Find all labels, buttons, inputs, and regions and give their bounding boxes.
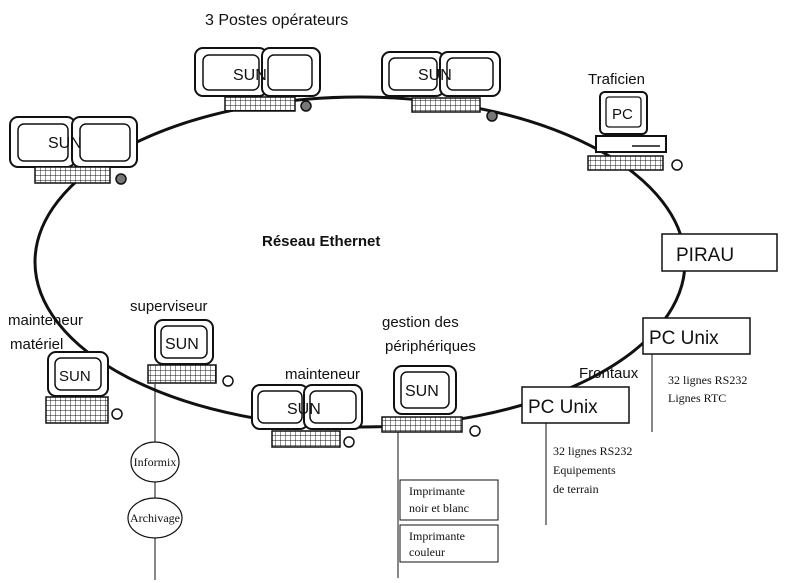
sun-label: SUN — [233, 67, 267, 84]
printer-bw-label: noir et blanc — [409, 501, 469, 515]
traficien-label: Traficien — [588, 71, 645, 88]
archivage-label: Archivage — [130, 511, 180, 525]
printer-bw-label: Imprimante — [409, 484, 465, 498]
mainteneur-materiel-workstation[interactable]: SUN — [45, 351, 123, 424]
pc-unix-2-note: de terrain — [553, 482, 599, 496]
sun-workstation-operator-2[interactable]: SUN — [381, 51, 501, 122]
pc-unix-label: PC Unix — [649, 328, 719, 349]
mainteneur-logiciel-workstation[interactable]: SUN — [251, 384, 363, 448]
sun-label: SUN — [405, 383, 439, 400]
sun-label: SUN — [48, 135, 82, 152]
pc-unix-label: PC Unix — [528, 397, 598, 418]
mainteneur-materiel-label: matériel — [10, 336, 63, 353]
printer-color-label: Imprimante — [409, 529, 465, 543]
mainteneur-materiel-label: mainteneur — [8, 312, 83, 329]
pc-unix-box-2[interactable]: PC Unix 32 lignes RS232 Equipements de t… — [521, 386, 632, 525]
pc-label: PC — [612, 106, 633, 123]
sun-label: SUN — [59, 368, 91, 385]
mainteneur-logiciel-label: mainteneur — [285, 366, 360, 383]
frontaux-label: Frontaux — [579, 365, 639, 382]
superviseur-workstation[interactable]: SUN — [147, 319, 234, 387]
pc-unix-1-note: 32 lignes RS232 — [668, 373, 747, 387]
gestion-peripheriques-label: gestion des — [382, 314, 459, 331]
pc-unix-2-note: Equipements — [553, 463, 616, 477]
informix-node[interactable]: Informix — [130, 441, 180, 483]
sun-label: SUN — [287, 401, 321, 418]
superviseur-label: superviseur — [130, 298, 208, 315]
gestion-peripheriques-workstation[interactable]: SUN — [381, 365, 481, 437]
pc-unix-1-note: Lignes RTC — [668, 391, 726, 405]
printer-color[interactable]: Imprimante couleur — [399, 524, 499, 563]
network-label: Réseau Ethernet — [262, 233, 380, 250]
pc-unix-box-1[interactable]: PC Unix 32 lignes RS232 Lignes RTC — [642, 317, 751, 432]
printer-bw[interactable]: Imprimante noir et blanc — [399, 479, 499, 521]
diagram-title: 3 Postes opérateurs — [205, 12, 348, 29]
traficien-pc[interactable]: Traficien PC — [587, 71, 683, 171]
pirau-label: PIRAU — [676, 245, 734, 266]
sun-workstation-operator-1[interactable]: SUN — [194, 47, 321, 112]
printer-color-label: couleur — [409, 545, 445, 559]
sun-workstation-left[interactable]: SUN — [9, 116, 138, 185]
pc-unix-2-note: 32 lignes RS232 — [553, 444, 632, 458]
archivage-node[interactable]: Archivage — [127, 497, 183, 539]
sun-label: SUN — [165, 336, 199, 353]
informix-label: Informix — [134, 455, 177, 469]
sun-label: SUN — [418, 67, 452, 84]
gestion-peripheriques-label: périphériques — [385, 338, 476, 355]
pirau-box[interactable]: PIRAU — [661, 233, 778, 272]
